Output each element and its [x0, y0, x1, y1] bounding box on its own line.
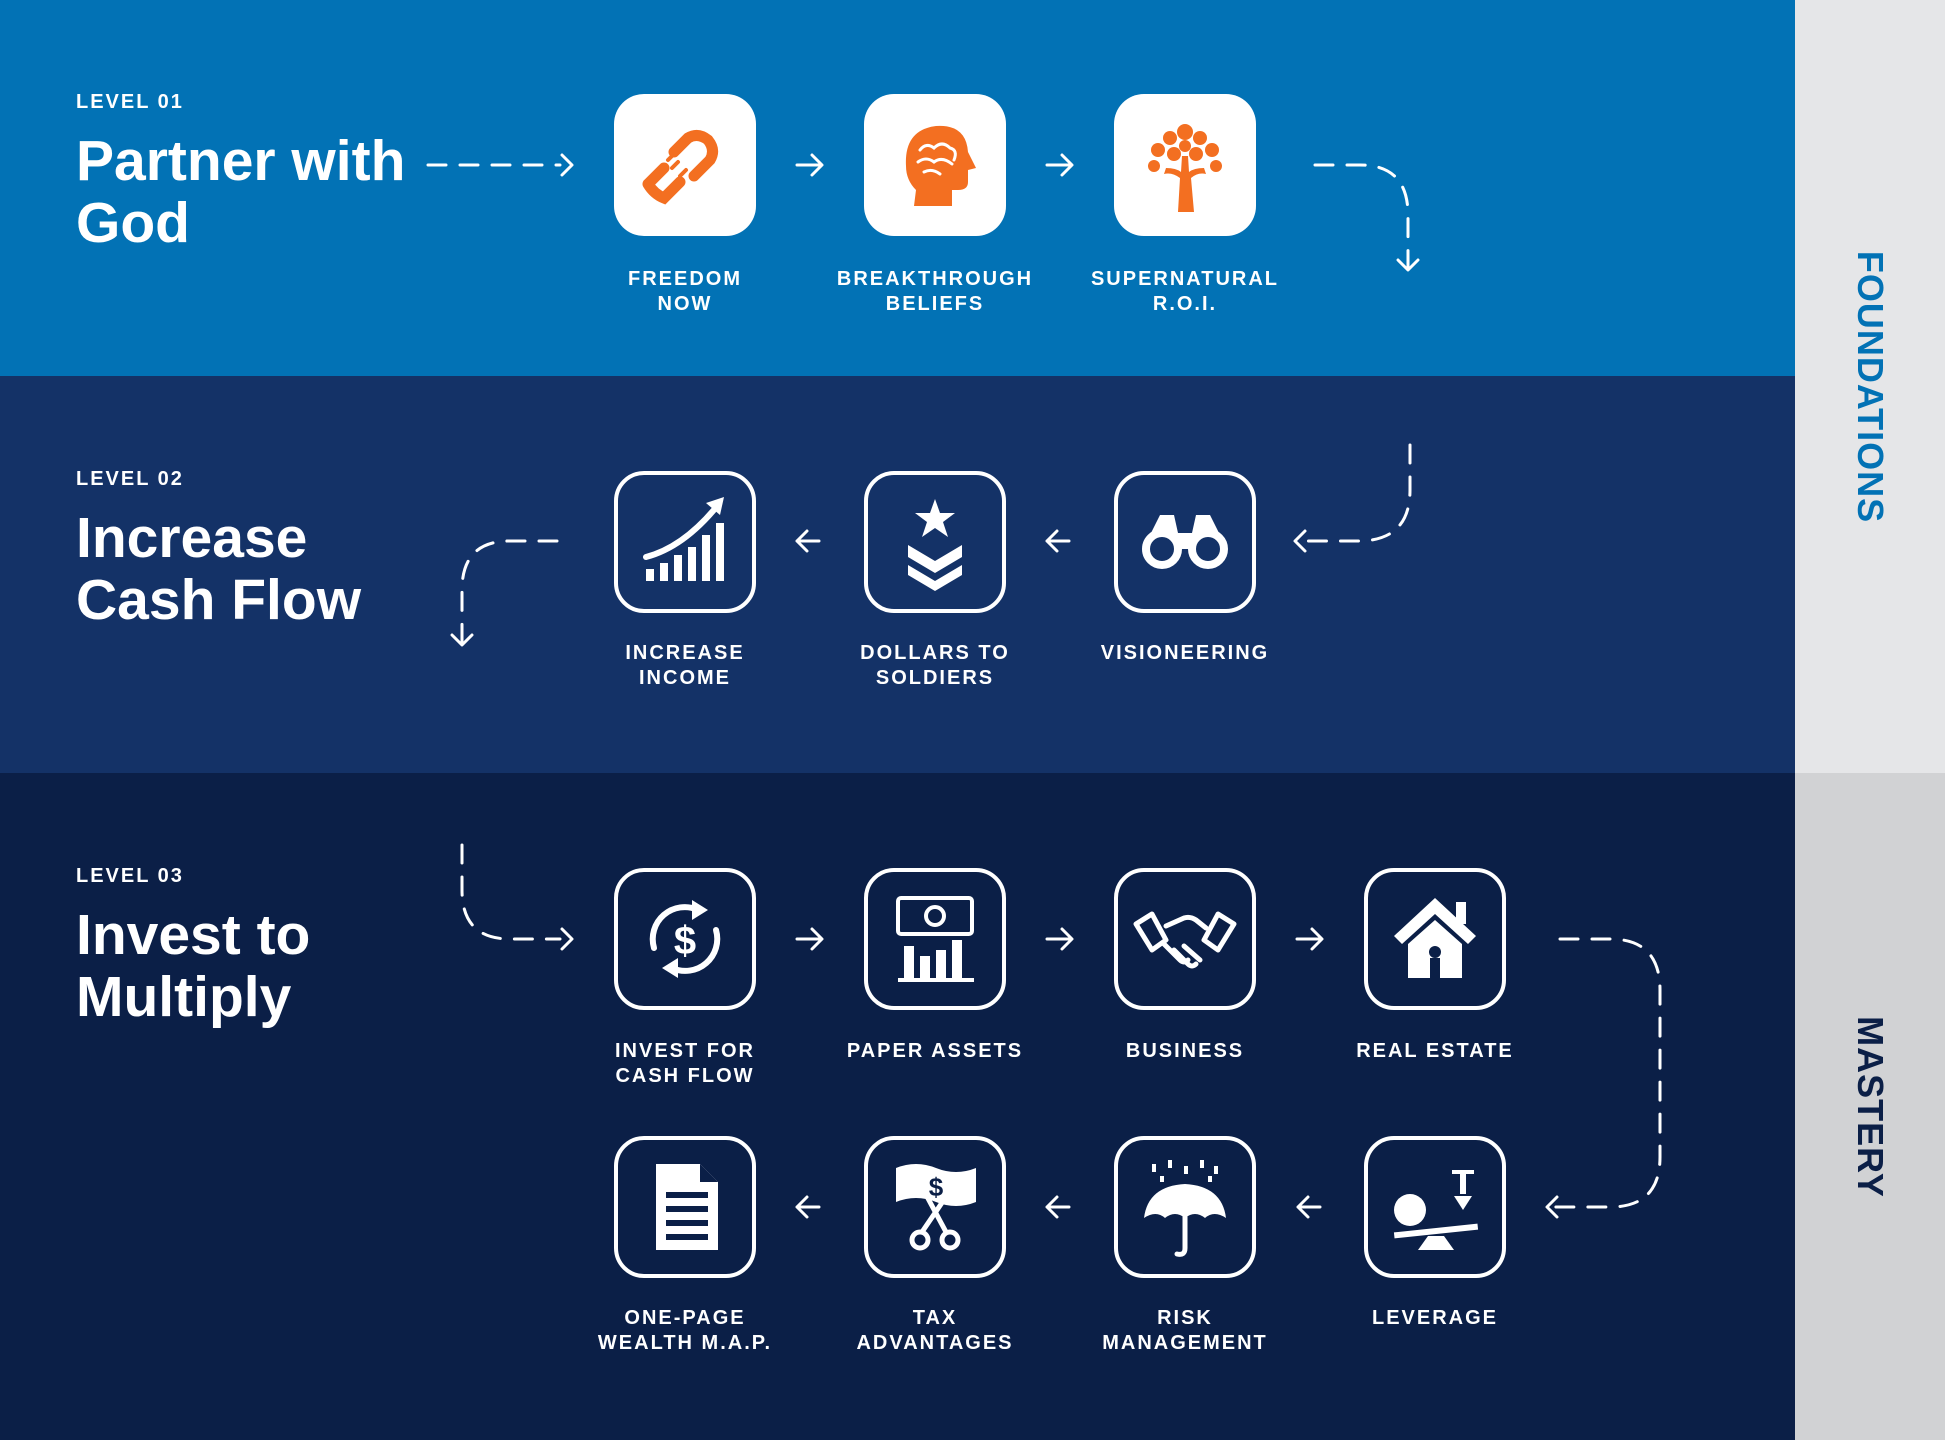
mastery-sidebar [1795, 773, 1945, 1440]
level-1-title: Partner with God [76, 129, 406, 255]
leverage-node [1364, 1136, 1506, 1278]
risk-management-label: RISK MANAGEMENT [1102, 1307, 1268, 1354]
tax-advantages-label: TAX ADVANTAGES [856, 1307, 1014, 1354]
binoculars-icon [1142, 515, 1228, 569]
leverage-label: LEVERAGE [1371, 1307, 1499, 1329]
tax-advantages-node: $ [864, 1136, 1006, 1278]
increase-income-node [614, 471, 756, 613]
mastery-text: MASTERY [1850, 1015, 1891, 1198]
foundations-sidebar [1795, 0, 1945, 773]
document-icon [656, 1164, 718, 1250]
mastery-section-label: MASTERY [1795, 773, 1945, 1440]
breakthrough-beliefs-node [864, 94, 1006, 236]
svg-text:$: $ [929, 1172, 944, 1202]
dollars-to-soldiers-label: DOLLARS TO SOLDIERS [860, 642, 1010, 689]
handshake-icon [1133, 911, 1237, 969]
paper-assets-chart-icon [896, 896, 974, 982]
level-3-title: Invest to Multiply [76, 903, 311, 1029]
invest-for-cash-flow-label: INVEST FOR CASH FLOW [614, 1040, 755, 1087]
business-label: BUSINESS [1125, 1040, 1245, 1062]
real-estate-label: REAL ESTATE [1356, 1040, 1514, 1062]
level-1-tag: LEVEL 01 [76, 91, 184, 113]
house-icon [1394, 898, 1476, 978]
paper-assets-node [864, 868, 1006, 1010]
level-2-band [0, 376, 1795, 773]
risk-management-node [1114, 1136, 1256, 1278]
level-2-tag: LEVEL 02 [76, 468, 184, 490]
supernatural-roi-label: SUPERNATURAL R.O.I. [1090, 268, 1280, 315]
military-rank-star-icon [908, 499, 962, 591]
brain-head-icon [905, 125, 976, 206]
breakthrough-beliefs-label: BREAKTHROUGH BELIEFS [836, 268, 1034, 315]
cutting-money-icon: $ [896, 1164, 976, 1251]
rising-bar-chart-icon [643, 497, 724, 581]
dollars-to-soldiers-node [864, 471, 1006, 613]
foundations-text: FOUNDATIONS [1850, 250, 1892, 523]
dollar-cycle-icon: $ [649, 900, 721, 978]
level-3-tag: LEVEL 03 [76, 865, 184, 887]
one-page-wealth-map-label: ONE-PAGE WEALTH M.A.P. [597, 1307, 773, 1354]
freedom-now-label: FREEDOM NOW [628, 268, 742, 315]
tree-icon [1148, 124, 1222, 212]
broken-chain-icon [642, 129, 719, 205]
one-page-wealth-map-node [614, 1136, 756, 1278]
freedom-now-node [614, 94, 756, 236]
supernatural-roi-node [1114, 94, 1256, 236]
paper-assets-label: PAPER ASSETS [846, 1040, 1024, 1062]
level-2-title: Increase Cash Flow [76, 506, 362, 632]
invest-for-cash-flow-node: $ [614, 868, 756, 1010]
increase-income-label: INCREASE INCOME [625, 642, 745, 689]
real-estate-node [1364, 868, 1506, 1010]
lever-balance-icon [1393, 1170, 1479, 1250]
umbrella-rain-icon [1144, 1160, 1226, 1257]
visioneering-label: VISIONEERING [1100, 642, 1270, 664]
business-node [1114, 868, 1256, 1010]
foundations-section-label: FOUNDATIONS [1795, 0, 1945, 773]
svg-text:$: $ [674, 919, 696, 963]
visioneering-node [1114, 471, 1256, 613]
